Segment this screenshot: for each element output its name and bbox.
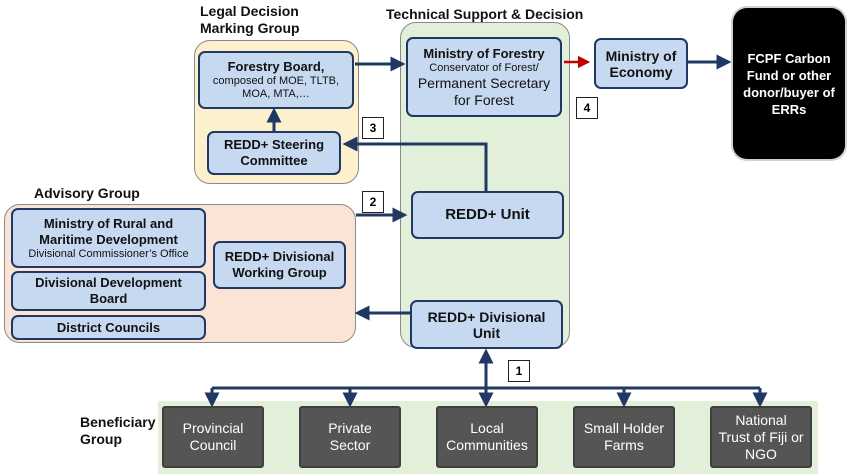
fcpf-box: FCPF Carbon Fund or other donor/buyer of…: [733, 8, 845, 159]
ministry-rural-maritime-subtitle: Divisional Commissioner’s Office: [28, 247, 189, 260]
step-1-badge: 1: [508, 360, 530, 382]
step-3-badge: 3: [362, 117, 384, 139]
arrow-unit-to-steering: [342, 136, 488, 191]
redd-steering-committee-box: REDD+ Steering Committee: [207, 131, 341, 175]
redd-unit-box: REDD+ Unit: [411, 191, 564, 239]
ministry-of-economy-label: Ministry of Economy: [605, 47, 677, 80]
district-councils-label: District Councils: [56, 319, 161, 335]
legal-group-label: Legal Decision Marking Group: [200, 3, 300, 36]
ministry-of-economy-box: Ministry of Economy: [594, 38, 688, 89]
beneficiary-local-communities: Local Communities: [436, 406, 538, 468]
beneficiary-group-label: Beneficiary Group: [80, 414, 156, 447]
advisory-group-label: Advisory Group: [34, 185, 140, 201]
beneficiary-private-sector: Private Sector: [299, 406, 401, 468]
redd-divisional-unit-box: REDD+ Divisional Unit: [410, 300, 563, 349]
fcpf-label: FCPF Carbon Fund or other donor/buyer of…: [743, 50, 835, 117]
beneficiary-provincial-council: Provincial Council: [162, 406, 264, 468]
divisional-development-board-label: Divisional Development Board: [35, 275, 182, 306]
step-2-badge: 2: [362, 191, 384, 213]
ministry-rural-maritime-box: Ministry of Rural and Maritime Developme…: [11, 208, 206, 268]
divisional-development-board-box: Divisional Development Board: [11, 271, 206, 311]
ministry-of-forestry-subtitle: Conservator of Forest/: [429, 61, 539, 74]
redd-unit-label: REDD+ Unit: [445, 206, 530, 223]
forestry-board-box: Forestry Board, composed of MOE, TLTB, M…: [198, 51, 354, 109]
redd-divisional-unit-label: REDD+ Divisional Unit: [427, 308, 546, 341]
ministry-rural-maritime-title: Ministry of Rural and Maritime Developme…: [39, 215, 178, 247]
forestry-board-subtitle: composed of MOE, TLTB, MOA, MTA,…: [212, 75, 340, 100]
forestry-board-title: Forestry Board,: [227, 59, 325, 74]
beneficiary-small-holder-farms: Small Holder Farms: [573, 406, 675, 468]
redd-divisional-working-group-label: REDD+ Divisional Working Group: [224, 249, 335, 280]
redd-steering-committee-label: REDD+ Steering Committee: [223, 137, 325, 168]
redd-divisional-working-group-box: REDD+ Divisional Working Group: [213, 241, 346, 289]
ministry-of-forestry-box: Ministry of Forestry Conservator of Fore…: [406, 37, 562, 117]
ministry-of-forestry-role: Permanent Secretary for Forest: [417, 74, 551, 108]
step-4-badge: 4: [576, 97, 598, 119]
beneficiary-national-trust: National Trust of Fiji or NGO: [710, 406, 812, 468]
ministry-of-forestry-title: Ministry of Forestry: [423, 45, 545, 61]
district-councils-box: District Councils: [11, 315, 206, 340]
technical-group-label: Technical Support & Decision: [386, 6, 584, 22]
